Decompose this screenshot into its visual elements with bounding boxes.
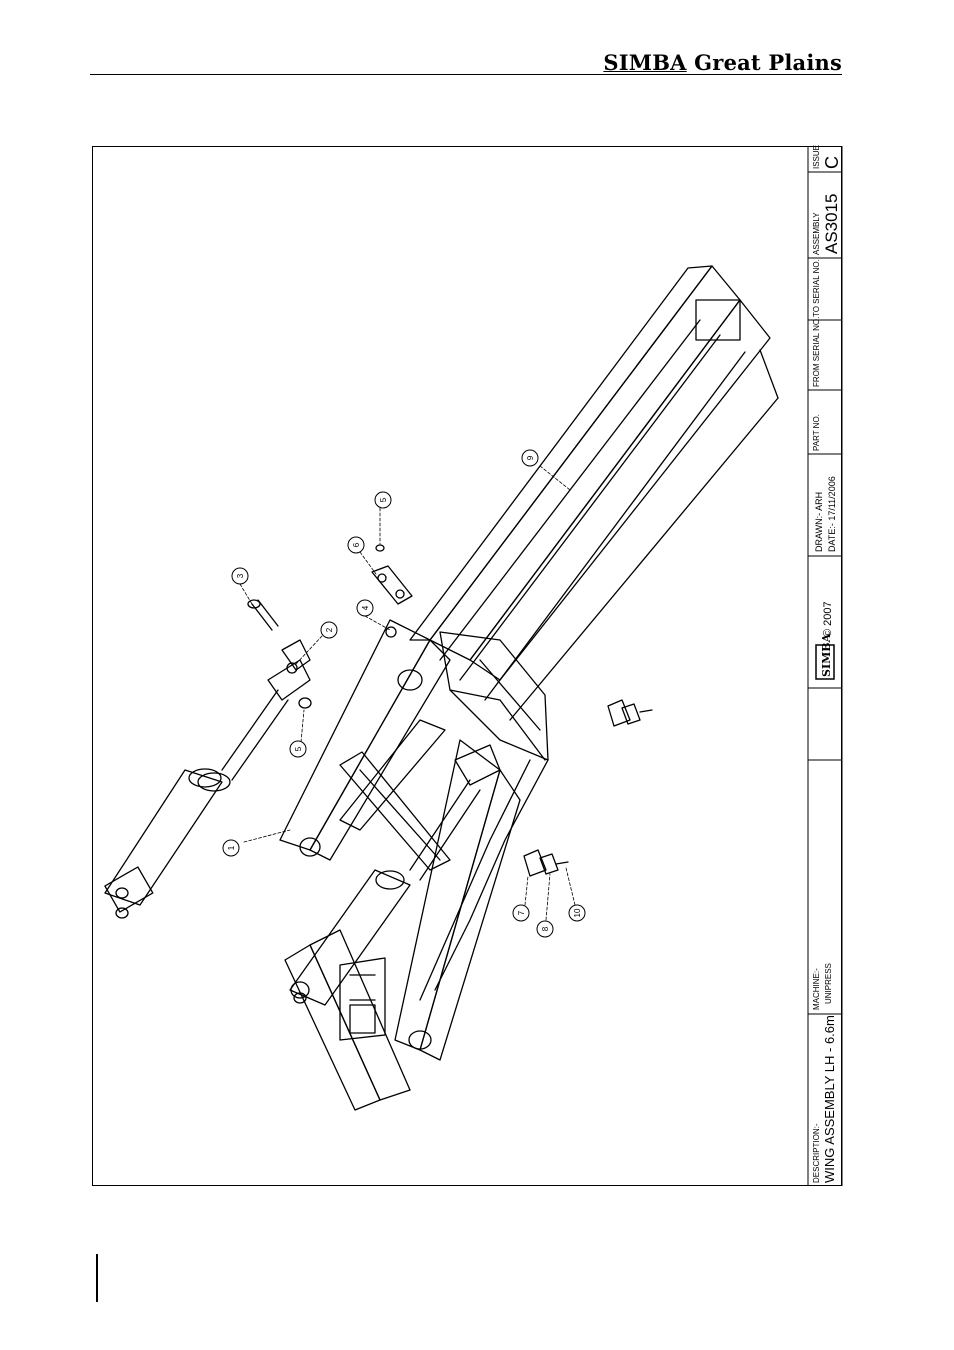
issue-value: C <box>822 156 842 169</box>
balloon-10: 10 <box>569 905 585 921</box>
balloon-9: 9 <box>522 450 538 466</box>
svg-text:9: 9 <box>526 455 535 460</box>
svg-text:3: 3 <box>236 573 245 578</box>
hydraulic-cylinder-exploded <box>105 690 288 918</box>
main-frame-beam <box>410 266 778 720</box>
svg-text:5: 5 <box>379 497 388 502</box>
leader-lines <box>240 466 575 920</box>
bottom-frame <box>285 930 410 1110</box>
balloon-8: 8 <box>537 921 553 937</box>
part-no-label: PART NO. <box>812 414 821 451</box>
description-value: WING ASSEMBLY LH - 6.6m <box>822 1015 837 1183</box>
issue-label: ISSUE <box>812 145 821 169</box>
balloon-5a: 5 <box>290 741 306 757</box>
assembly-number: AS3015 <box>822 194 841 255</box>
balloon-4: 4 <box>357 600 373 616</box>
balloon-6: 6 <box>348 537 364 553</box>
copyright: © 2007 <box>822 601 834 637</box>
to-serial-label: TO SERIAL NO. <box>812 259 821 317</box>
description-label: DESCRIPTION:- <box>812 1123 821 1183</box>
simba-logo: SIMBA <box>820 633 833 677</box>
from-serial-label: FROM SERIAL NO. <box>812 317 821 387</box>
svg-text:2: 2 <box>325 627 334 632</box>
svg-text:7: 7 <box>517 910 526 915</box>
svg-text:8: 8 <box>541 926 550 931</box>
balloon-5b: 5 <box>375 492 391 508</box>
cross-members <box>340 720 450 870</box>
pin <box>248 600 278 630</box>
balloon-2: 2 <box>321 622 337 638</box>
link-plate <box>372 566 412 604</box>
small-fasteners <box>299 545 396 708</box>
hinge-block <box>440 632 548 760</box>
svg-text:5: 5 <box>294 746 303 751</box>
svg-text:4: 4 <box>361 605 370 610</box>
drawn-by: DRAWN:- ARH <box>814 492 824 552</box>
svg-text:10: 10 <box>573 908 582 917</box>
assembly-label: ASSEMBLY <box>812 212 821 255</box>
machine-value: UNIPRESS <box>824 963 833 1004</box>
machine-label: MACHINE:- <box>812 968 821 1010</box>
clamp-parts <box>524 700 652 876</box>
balloon-1: 1 <box>223 840 239 856</box>
page-margin-mark <box>96 1254 98 1302</box>
date: DATE:- 17/11/2006 <box>827 476 837 552</box>
svg-text:6: 6 <box>352 542 361 547</box>
balloon-3: 3 <box>232 568 248 584</box>
balloon-7: 7 <box>513 905 529 921</box>
lower-rail <box>420 760 548 1000</box>
svg-text:1: 1 <box>227 845 236 850</box>
clevis <box>268 640 310 700</box>
outer-arm-lower <box>395 740 520 1060</box>
